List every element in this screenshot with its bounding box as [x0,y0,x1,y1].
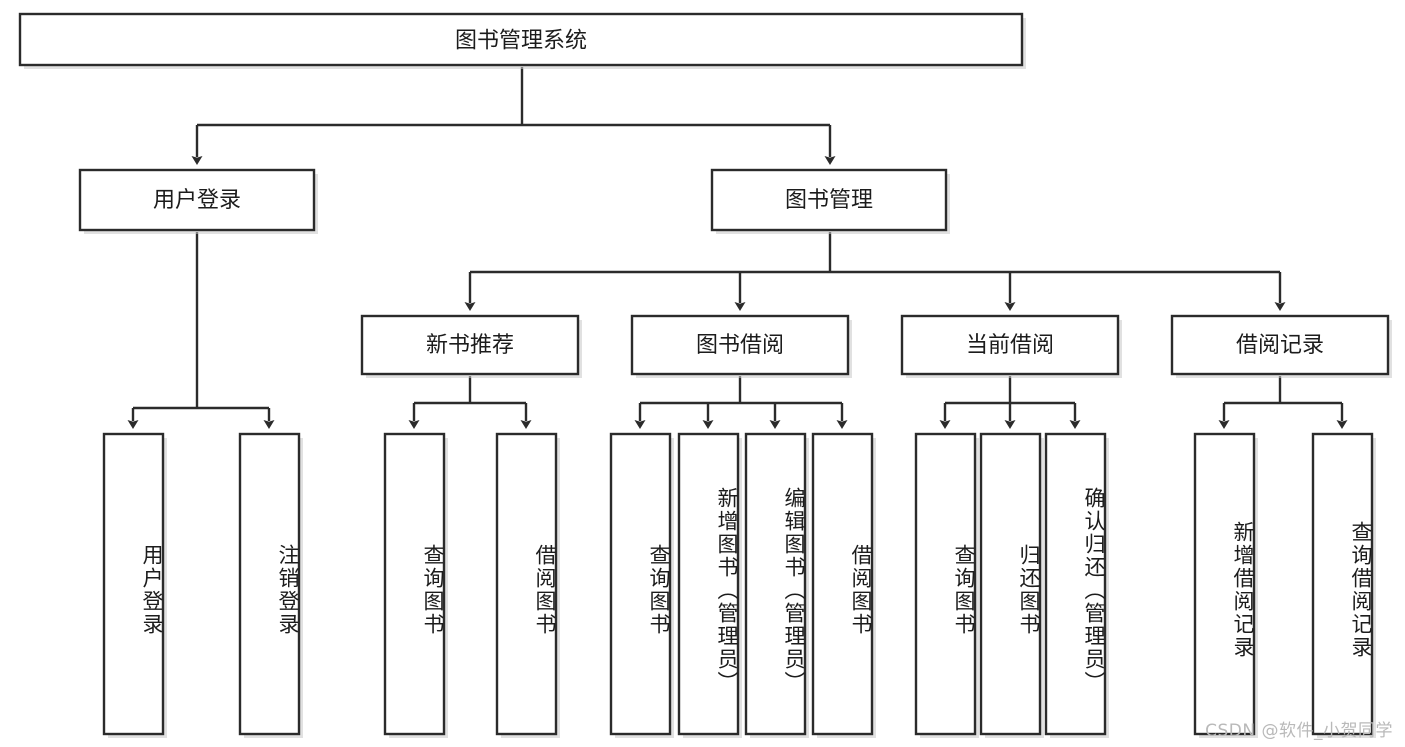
leaf-box-return-book[interactable] [979,432,1042,736]
leaf-box-query-book-1[interactable] [383,432,446,736]
node-book-borrow[interactable]: 图书借阅 [630,314,852,378]
node-current-borrow[interactable]: 当前借阅 [900,314,1122,378]
csdn-watermark: CSDN @软件_小贺同学 [1205,721,1393,741]
node-borrow-record-label: 借阅记录 [1236,333,1324,358]
node-new-book-recommend-label: 新书推荐 [426,333,514,358]
leaf-box-add-book-admin[interactable] [677,432,740,736]
node-book-borrow-label: 图书借阅 [696,333,784,358]
leaf-box-add-borrow-record[interactable] [1193,432,1256,736]
node-user-login-label: 用户登录 [153,188,241,213]
leaf-box-query-book-2[interactable] [609,432,672,736]
node-new-book-recommend[interactable]: 新书推荐 [360,314,582,378]
connector-group-current-borrow [939,376,1081,429]
node-borrow-record-box[interactable] [1170,314,1390,376]
node-user-login-box[interactable] [78,168,316,232]
leaf-box-query-borrow-record[interactable] [1311,432,1374,736]
node-user-login[interactable]: 用户登录 [78,168,318,234]
connector-group-new-book-recommend [408,376,532,429]
leaf-box-edit-book-admin[interactable] [744,432,807,736]
node-borrow-record[interactable]: 借阅记录 [1170,314,1392,378]
connector-group-borrow-record [1218,376,1348,429]
node-current-borrow-box[interactable] [900,314,1120,376]
leaf-box-query-book-3[interactable] [914,432,977,736]
connector-group-book-borrow [634,376,848,429]
leaf-box-logout-login[interactable] [238,432,301,736]
node-system-root-label: 图书管理系统 [455,29,587,54]
leaf-box-user-login[interactable] [102,432,165,736]
node-book-management-label: 图书管理 [785,188,873,213]
node-book-management-box[interactable] [710,168,948,232]
leaf-box-borrow-book-1[interactable] [495,432,558,736]
connector-group-root [191,67,836,165]
leaf-box-confirm-return-admin[interactable] [1044,432,1107,736]
leaf-box-borrow-book-2[interactable] [811,432,874,736]
node-system-root-box[interactable] [18,12,1024,67]
leaf-boxes [102,432,1376,738]
node-current-borrow-label: 当前借阅 [966,333,1054,358]
node-book-management[interactable]: 图书管理 [710,168,950,234]
node-book-borrow-box[interactable] [630,314,850,376]
connector-group-user-login [127,232,275,429]
node-new-book-recommend-box[interactable] [360,314,580,376]
node-system-root[interactable]: 图书管理系统 [18,12,1026,69]
connector-group-book-management [464,232,1286,311]
